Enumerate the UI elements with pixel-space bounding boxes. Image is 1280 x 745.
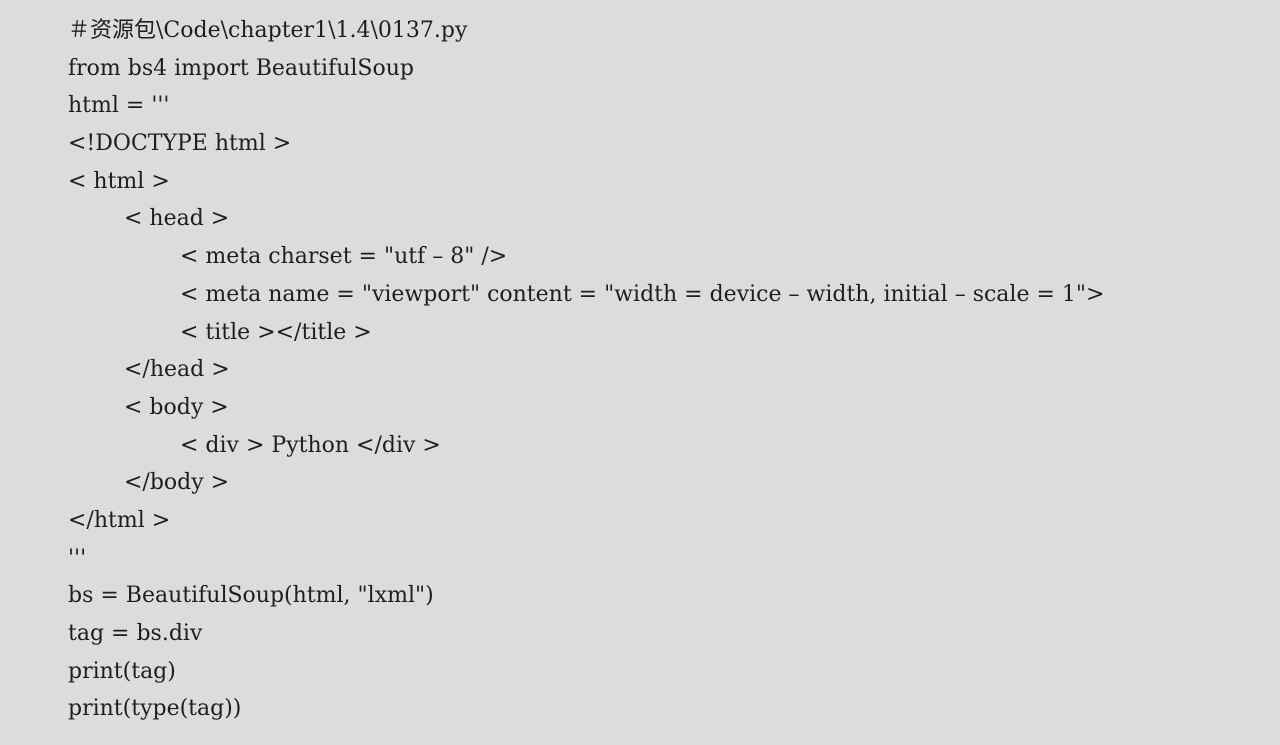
code-line: < html > — [68, 168, 170, 194]
code-line: tag = bs.div — [68, 621, 203, 646]
code-line: < meta charset = "utf – 8" /> — [180, 244, 508, 270]
code-line: print(type(tag)) — [68, 696, 242, 722]
code-line: ''' — [68, 545, 87, 571]
code-line: < title ></title > — [180, 319, 372, 345]
code-line: </html > — [68, 507, 171, 533]
code-line: bs = BeautifulSoup(html, "lxml") — [68, 583, 434, 609]
code-line: </body > — [124, 470, 230, 496]
code-line: print(tag) — [68, 658, 176, 684]
code-line: ＃资源包\Code\chapter1\1.4\0137.py — [68, 18, 468, 43]
code-line: html = ''' — [68, 93, 170, 119]
code-line: < head > — [124, 206, 230, 232]
code-line: </head > — [124, 357, 230, 383]
code-line: < meta name = "viewport" content = "widt… — [180, 281, 1105, 307]
code-line: from bs4 import BeautifulSoup — [68, 55, 414, 81]
code-line: < body > — [124, 394, 229, 420]
code-line: <!DOCTYPE html > — [68, 131, 292, 157]
code-line: < div > Python </div > — [180, 432, 441, 458]
